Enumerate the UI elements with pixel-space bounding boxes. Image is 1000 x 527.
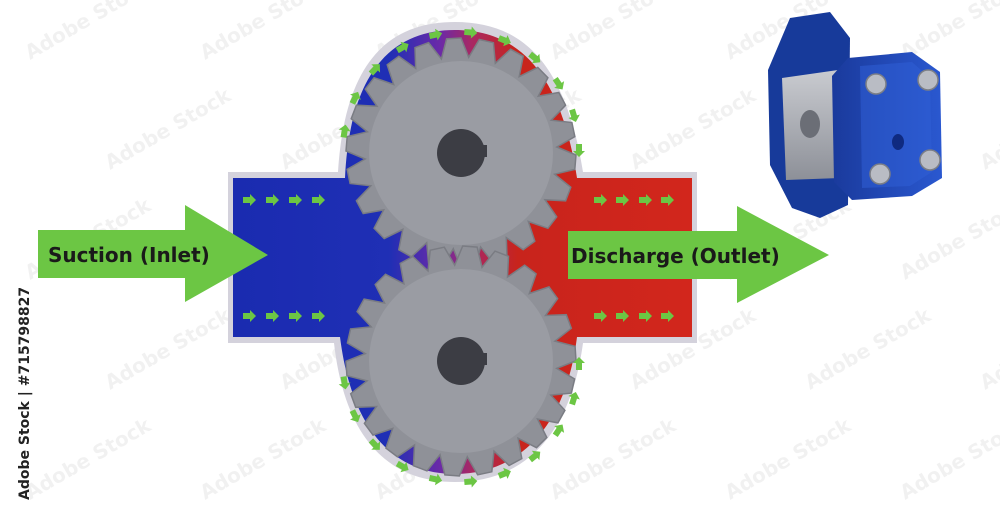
gear-keyway <box>475 353 487 365</box>
flow-direction-arrow <box>349 409 361 423</box>
bolt <box>917 69 939 91</box>
watermark-text: Adobe Stock <box>976 303 1000 395</box>
watermark-text: Adobe Stock <box>626 83 761 175</box>
flow-direction-arrow <box>497 35 511 47</box>
pump-center-port <box>892 134 904 150</box>
flow-direction-arrow <box>594 194 607 206</box>
flow-direction-arrow <box>464 26 478 39</box>
gear-shaft-bore <box>437 129 485 177</box>
watermark-text: Adobe Stock <box>896 413 1000 505</box>
flow-direction-arrow <box>639 194 652 206</box>
flow-direction-arrow <box>266 194 279 206</box>
watermark-text: Adobe Stock <box>196 413 331 505</box>
flow-direction-arrow <box>528 450 541 463</box>
flow-direction-arrow <box>243 310 256 322</box>
flow-direction-arrow <box>464 475 478 488</box>
flow-direction-arrow <box>616 310 629 322</box>
flow-direction-arrow <box>266 310 279 322</box>
flow-direction-arrow <box>395 460 409 473</box>
upper-gear <box>345 37 577 269</box>
flow-direction-arrow <box>661 194 674 206</box>
flow-direction-arrow <box>594 310 607 322</box>
flow-direction-arrow <box>573 144 585 157</box>
watermark-text: Adobe Stock <box>21 413 156 505</box>
flow-direction-arrow <box>338 124 351 138</box>
flow-direction-arrow <box>368 438 381 450</box>
flow-direction-arrow <box>368 64 381 76</box>
watermark-text: Adobe Stock <box>721 413 856 505</box>
flow-direction-arrow <box>639 310 652 322</box>
flow-direction-arrow <box>338 376 351 390</box>
outlet-label: Discharge (Outlet) <box>571 244 780 268</box>
flow-direction-arrow <box>497 467 511 479</box>
flow-direction-arrow <box>289 194 302 206</box>
flow-direction-arrow <box>552 77 565 90</box>
flow-direction-arrow <box>349 91 361 105</box>
flow-direction-arrow <box>528 51 541 64</box>
pump-port <box>800 110 820 138</box>
bolt <box>869 163 891 185</box>
flow-direction-arrow <box>616 194 629 206</box>
outlet-arrow-shape <box>568 206 829 303</box>
stock-id-watermark: Adobe Stock | #715798827 <box>17 287 33 500</box>
flow-direction-arrow <box>661 310 674 322</box>
lower-gear <box>345 245 577 477</box>
flow-arrows <box>243 26 674 488</box>
flow-direction-arrow <box>428 28 443 41</box>
watermark-text: Adobe Stock <box>896 193 1000 285</box>
watermark-text: Adobe Stock <box>801 303 936 395</box>
inlet-arrow: Suction (Inlet) <box>38 205 268 302</box>
watermark-text: Adobe Stock <box>101 83 236 175</box>
watermark-text: Adobe Stock <box>976 83 1000 175</box>
pump-bolts <box>865 69 941 185</box>
flow-direction-arrow <box>573 357 585 370</box>
flow-direction-arrow <box>552 424 565 437</box>
gear-keyway <box>475 145 487 157</box>
outlet-arrow: Discharge (Outlet) <box>568 206 829 303</box>
gear-pump-3d-icon <box>768 12 942 218</box>
flow-direction-arrow <box>568 392 580 406</box>
watermark-text: Adobe Stock <box>21 0 156 64</box>
flow-direction-arrow <box>312 310 325 322</box>
inlet-arrow-shape <box>38 205 268 302</box>
watermark-text: Adobe Stock <box>546 0 681 64</box>
flow-direction-arrow <box>568 108 580 122</box>
bolt <box>865 73 887 95</box>
flow-direction-arrow <box>312 194 325 206</box>
watermark-text: Adobe Stock <box>546 413 681 505</box>
watermark-text: Adobe Stock <box>101 303 236 395</box>
watermark-text: Adobe Stock <box>196 0 331 64</box>
flow-direction-arrow <box>243 194 256 206</box>
flow-direction-arrow <box>395 41 409 54</box>
bolt <box>919 149 941 171</box>
inlet-label: Suction (Inlet) <box>48 243 210 267</box>
gear-shaft-bore <box>437 337 485 385</box>
flow-direction-arrow <box>428 473 443 486</box>
flow-direction-arrow <box>289 310 302 322</box>
